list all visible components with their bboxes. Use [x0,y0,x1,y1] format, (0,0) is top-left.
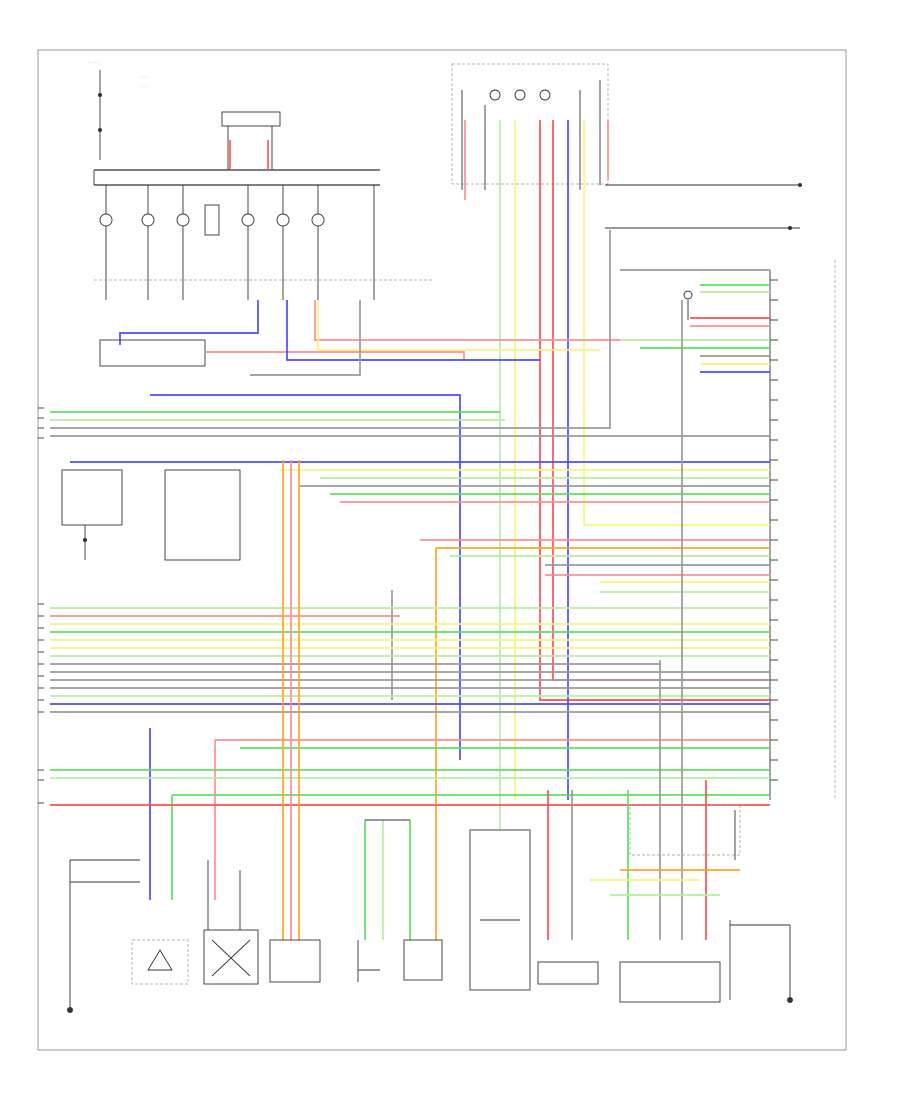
relay-ecm [683,290,693,320]
fuse-relay-box [93,111,432,300]
ecm-pin-ticks [770,279,778,781]
sensor-bottom-5 [403,939,443,981]
sensor-bottom-8 [619,961,721,1003]
sensor-bottom-7 [537,961,599,985]
fuse-row [99,185,375,300]
sensor-bottom-6 [469,829,531,991]
sensor-bottom-4 [357,819,410,982]
module-bottom-right [629,804,741,860]
sensor-bottom-1 [131,939,189,985]
wire-harness [50,120,770,1000]
svg-text:· · · ·: · · · · [140,85,148,89]
sensor-bottom-3 [269,939,321,983]
svg-text:· · · ·: · · · · [140,75,148,79]
engine-control-module [769,260,836,800]
ground-right [730,924,793,1003]
diagram-frame [37,49,847,1051]
svg-text:· · · · · ·: · · · · · · [88,61,100,65]
sensor-bottom-2 [203,860,259,985]
connector-top-right [605,183,802,230]
left-terminals [38,407,44,804]
relay-center-left [61,469,241,561]
hot-fuse-box: · · · · · · · · · · · · · · [88,61,148,160]
ground-left [67,859,140,1013]
main-relay-bottom-left [99,339,206,367]
